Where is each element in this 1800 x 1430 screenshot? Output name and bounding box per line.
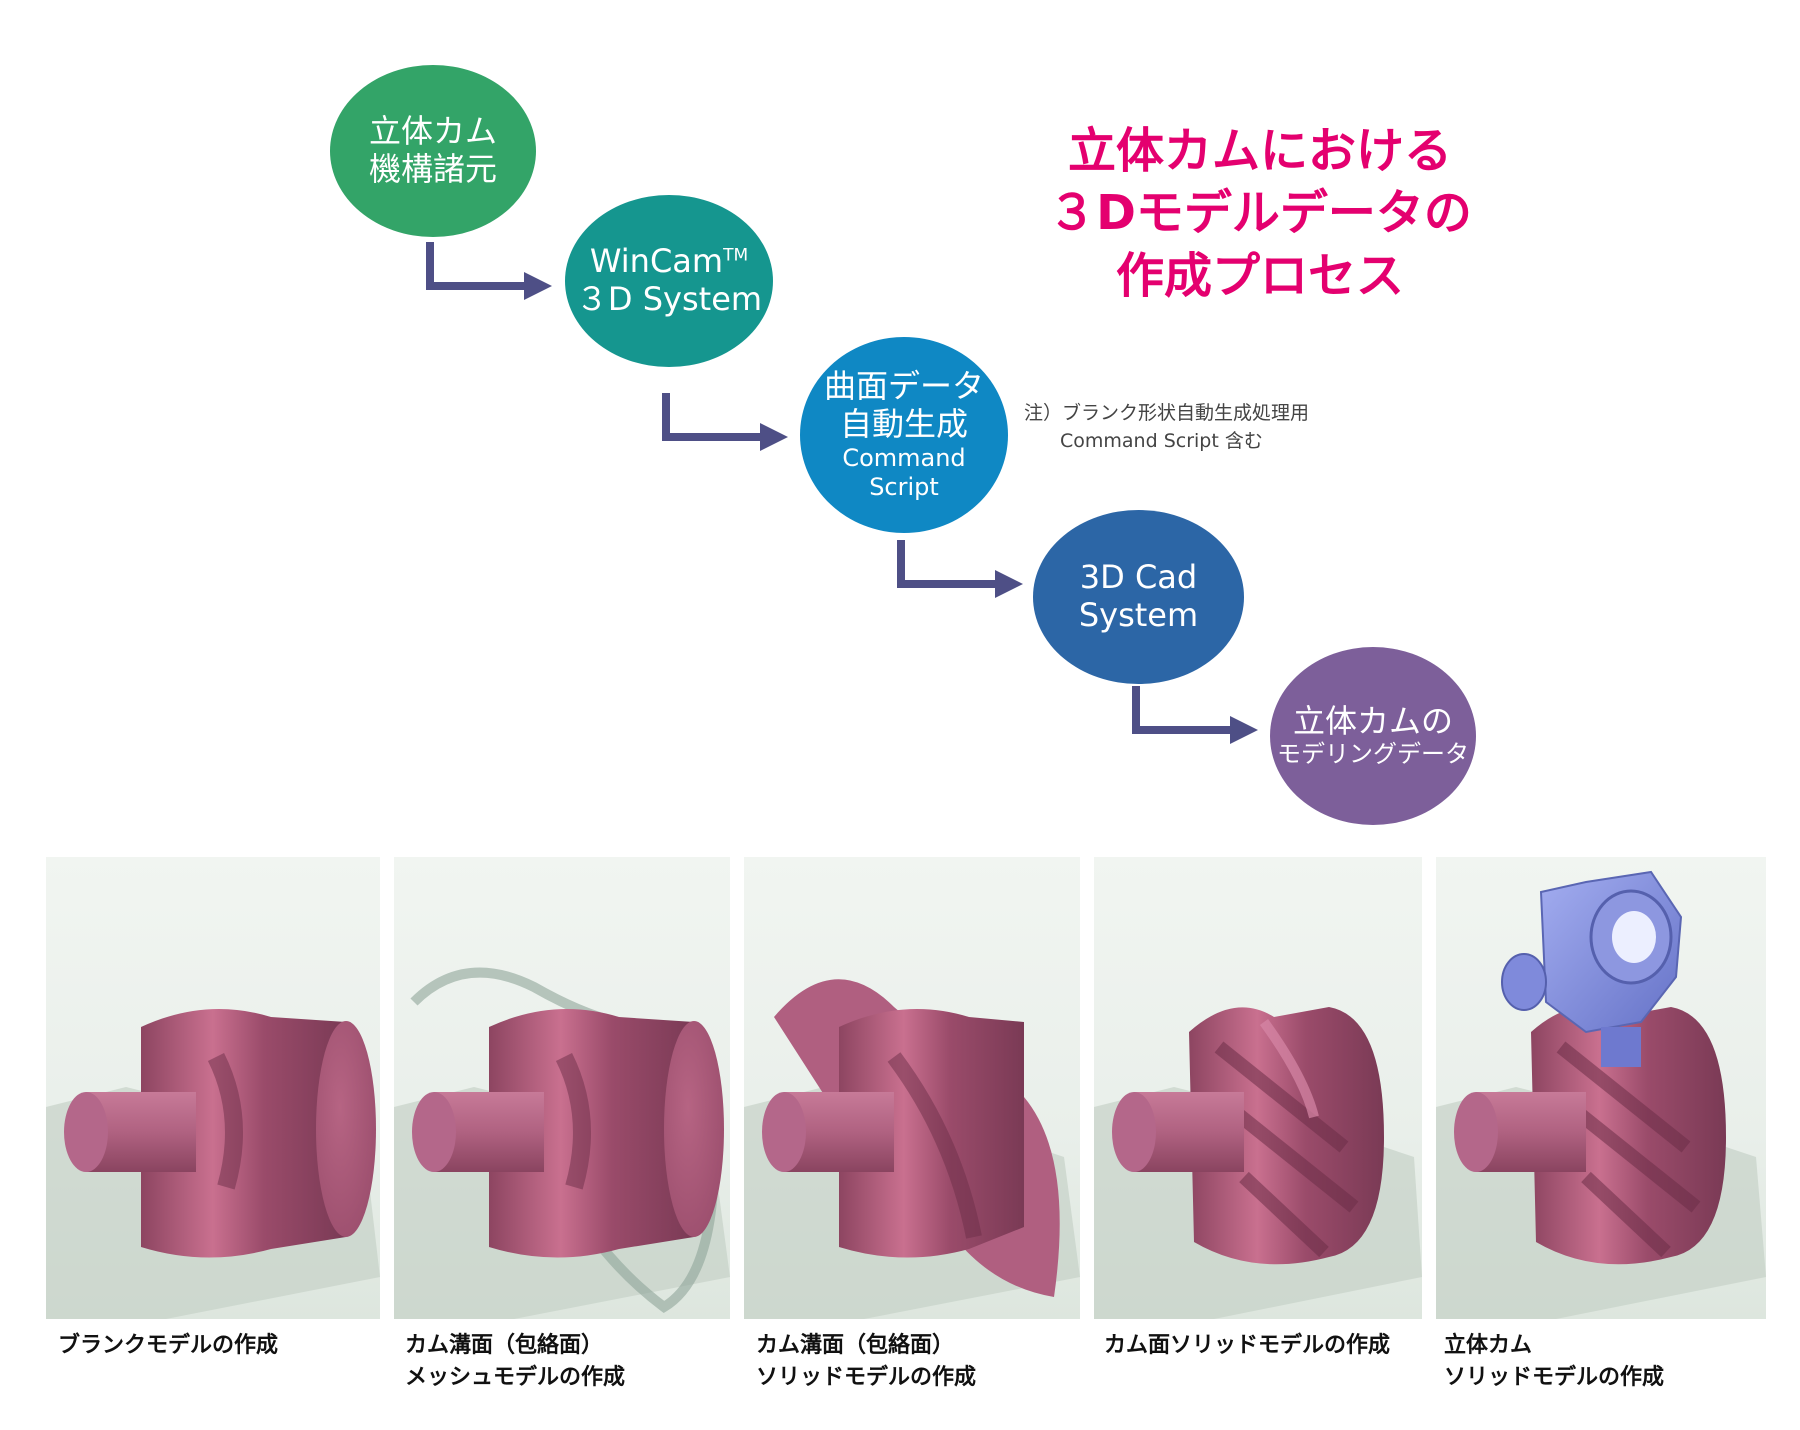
flow-step-modeling-data: 立体カムの モデリングデータ xyxy=(1270,647,1476,825)
flow-arrow-2 xyxy=(662,393,788,451)
page-title: 立体カムにおける ３Dモデルデータの 作成プロセス xyxy=(1040,120,1480,307)
cam-solid-illustration xyxy=(1436,870,1766,1319)
flow-step-modeling-data-line2: モデリングデータ xyxy=(1277,740,1469,769)
flow-arrow-4 xyxy=(1132,686,1258,744)
flow-step-surface-data-line1: 曲面データ xyxy=(823,367,984,406)
cam-surface-solid-illustration xyxy=(1094,1007,1422,1319)
caption-mesh-model-line2: メッシュモデルの作成 xyxy=(405,1364,626,1390)
flow-step-surface-data-line3: Command xyxy=(842,443,966,472)
blank-model-illustration xyxy=(46,1009,380,1319)
title-line3: 作成プロセス xyxy=(1115,247,1404,304)
panel-cam-solid xyxy=(1436,857,1766,1319)
flow-step-wincam: WinCamTM ３D System xyxy=(565,195,773,367)
note-line1: 注）ブランク形状自動生成処理用 xyxy=(1024,402,1310,424)
caption-cam-solid-line2: ソリッドモデルの作成 xyxy=(1444,1364,1665,1390)
caption-blank-model-line1: ブランクモデルの作成 xyxy=(58,1333,279,1358)
flow-step-cam-specs-line2: 機構諸元 xyxy=(368,150,497,188)
caption-envelope-solid-line1: カム溝面（包絡面） xyxy=(756,1333,955,1358)
flow-step-3d-cad-line1: 3D Cad xyxy=(1079,558,1198,597)
flow-step-surface-data-line2: 自動生成 xyxy=(839,405,968,444)
panel-envelope-solid xyxy=(744,857,1080,1319)
flow-step-wincam-line1: WinCamTM xyxy=(589,242,749,281)
title-line2: ３Dモデルデータの xyxy=(1048,185,1472,242)
caption-mesh-model-line1: カム溝面（包絡面） xyxy=(405,1333,604,1358)
caption-mesh-model: カム溝面（包絡面） メッシュモデルの作成 xyxy=(405,1330,625,1394)
panel-cam-surface-solid xyxy=(1094,857,1422,1319)
flow-step-3d-cad-line2: System xyxy=(1078,596,1199,634)
follower-illustration xyxy=(1501,870,1683,1067)
panel-mesh-model xyxy=(394,857,730,1319)
note-line2: Command Script 含む xyxy=(1060,429,1263,452)
panel-blank-model xyxy=(46,857,380,1319)
caption-envelope-solid: カム溝面（包絡面） ソリッドモデルの作成 xyxy=(756,1330,976,1394)
caption-cam-solid: 立体カム ソリッドモデルの作成 xyxy=(1444,1330,1664,1394)
caption-envelope-solid-line2: ソリッドモデルの作成 xyxy=(756,1364,977,1390)
caption-cam-surface-solid: カム面ソリッドモデルの作成 xyxy=(1104,1330,1390,1362)
title-line1: 立体カムにおける xyxy=(1067,123,1452,179)
flow-step-surface-data: 曲面データ 自動生成 Command Script xyxy=(800,337,1008,533)
envelope-solid-illustration xyxy=(744,979,1080,1319)
flow-arrow-3 xyxy=(897,540,1023,598)
caption-cam-solid-line1: 立体カム xyxy=(1444,1333,1533,1358)
flow-step-cam-specs: 立体カム 機構諸元 xyxy=(330,65,536,237)
flow-step-3d-cad: 3D Cad System xyxy=(1033,510,1244,684)
flow-step-surface-data-line4: Script xyxy=(869,472,939,501)
flow-step-modeling-data-line1: 立体カムの xyxy=(1292,701,1453,740)
flow-step-wincam-line2: ３D System xyxy=(575,280,763,318)
wincam-label: WinCam xyxy=(589,242,724,281)
mesh-model-illustration xyxy=(394,967,730,1319)
note: 注）ブランク形状自動生成処理用 Command Script 含む xyxy=(1024,400,1309,455)
trademark-sup: TM xyxy=(723,245,749,266)
caption-cam-surface-solid-line1: カム面ソリッドモデルの作成 xyxy=(1104,1333,1391,1358)
caption-blank-model: ブランクモデルの作成 xyxy=(58,1330,278,1362)
flow-step-cam-specs-line1: 立体カム xyxy=(368,112,497,151)
flow-arrow-1 xyxy=(426,242,552,300)
